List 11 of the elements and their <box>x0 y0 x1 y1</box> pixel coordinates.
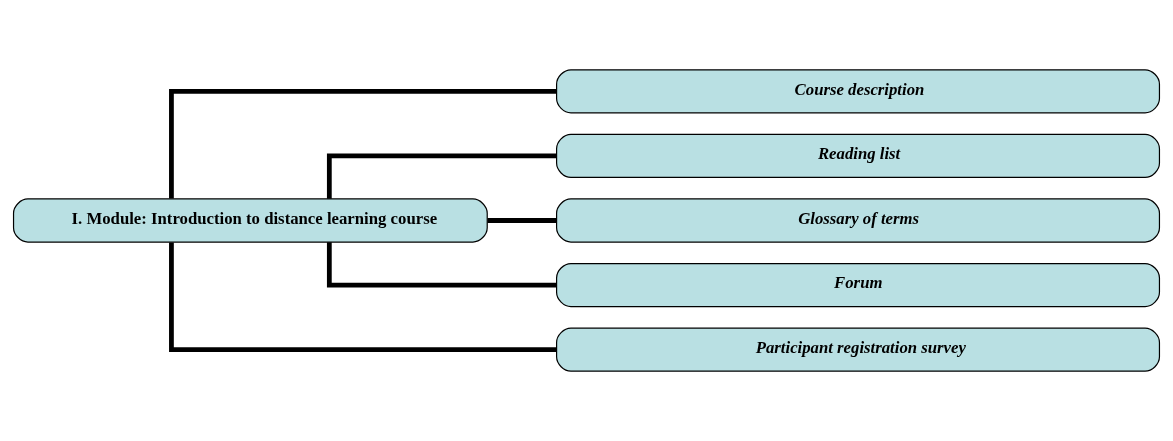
connector <box>169 242 557 353</box>
node-box: Forum <box>556 262 1161 308</box>
connector <box>326 153 557 199</box>
connector <box>487 218 557 223</box>
node-box: Reading list <box>556 133 1161 179</box>
node-box: Glossary of terms <box>556 198 1161 243</box>
connector <box>169 88 557 199</box>
node-box: I. Module: Introduction to distance learning course <box>12 198 488 243</box>
node-box: Participant registration survey <box>556 327 1161 372</box>
connector <box>326 242 557 288</box>
node-box: Course description <box>556 69 1161 114</box>
